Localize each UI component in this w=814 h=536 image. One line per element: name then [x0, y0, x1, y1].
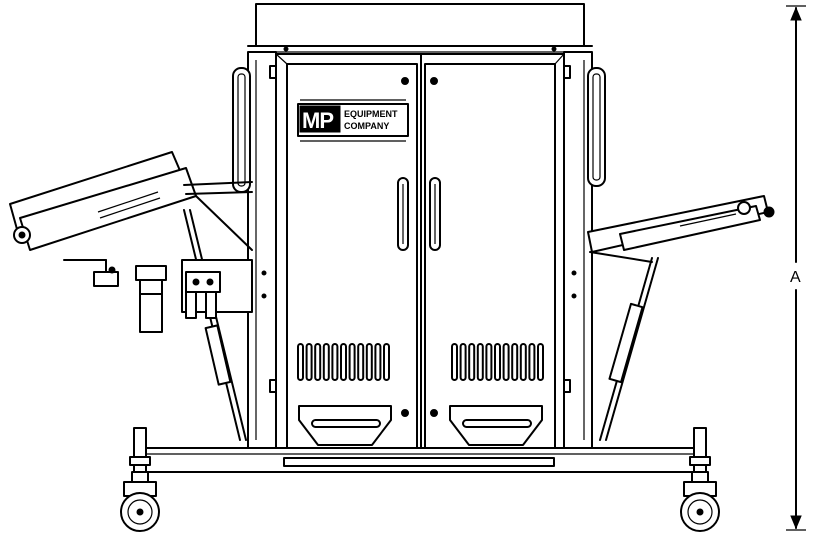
vent-slot — [322, 343, 330, 381]
vent-slot — [297, 343, 304, 381]
vent-slot — [476, 343, 484, 381]
filter-cylinder — [135, 265, 167, 333]
left-conveyor — [9, 151, 253, 251]
vent-slot — [365, 343, 373, 381]
logo-line-2: COMPANY — [344, 121, 389, 131]
right-door — [420, 53, 565, 463]
vent-slot — [511, 343, 519, 381]
kick-plate-right — [449, 405, 543, 446]
vent-slot — [357, 343, 365, 381]
company-logo: MP EQUIPMENT COMPANY — [297, 99, 409, 142]
dimension-a: A — [786, 5, 806, 531]
side-handle-right — [587, 67, 606, 187]
vent-slot — [537, 343, 544, 381]
logo-line-1: EQUIPMENT — [344, 109, 398, 119]
right-support-strut — [589, 251, 659, 441]
vent-slot — [459, 343, 467, 381]
vent-slot — [383, 343, 390, 381]
top-hood — [247, 3, 593, 53]
valve-part — [63, 259, 119, 287]
vent-slot — [485, 343, 493, 381]
vent-slot — [331, 343, 339, 381]
vent-right — [451, 343, 544, 381]
dimension-label: A — [790, 269, 801, 286]
vent-slot — [305, 343, 313, 381]
caster-right — [680, 471, 720, 532]
side-handle-left — [232, 67, 251, 193]
left-support-strut — [183, 209, 247, 441]
right-conveyor — [587, 195, 775, 253]
vent-slot — [502, 343, 510, 381]
kick-plate-left — [298, 405, 392, 446]
vent-slot — [528, 343, 536, 381]
vent-slot — [519, 343, 527, 381]
vent-slot — [451, 343, 458, 381]
base-frame — [129, 427, 711, 473]
vent-slot — [468, 343, 476, 381]
logo-mark: MP — [302, 108, 333, 133]
vent-slot — [340, 343, 347, 381]
vent-slot — [494, 343, 501, 381]
caster-left — [120, 471, 160, 532]
vent-slot — [314, 343, 322, 381]
vent-left — [297, 343, 390, 381]
vent-slot — [374, 343, 382, 381]
vent-slot — [348, 343, 356, 381]
control-unit — [181, 259, 253, 319]
